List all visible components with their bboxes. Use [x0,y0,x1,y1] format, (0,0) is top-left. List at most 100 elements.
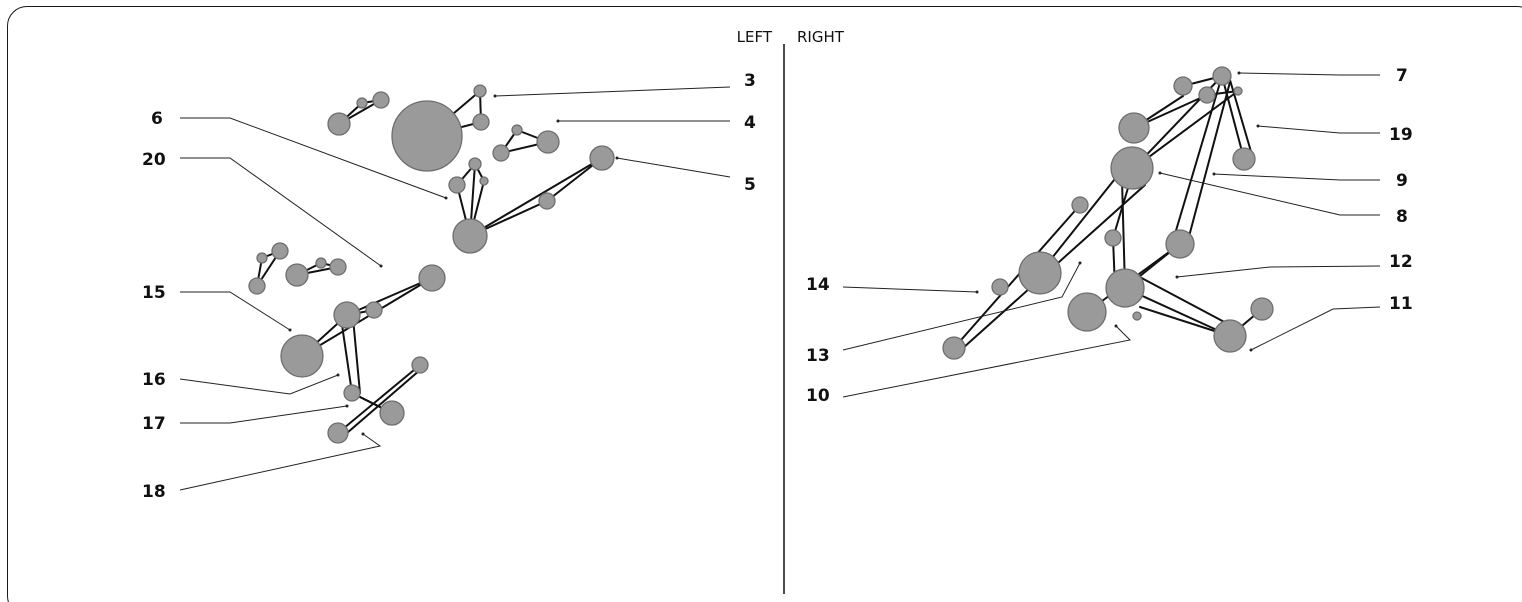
bone [337,364,421,434]
joint [333,301,361,329]
joint [256,252,268,264]
bone [352,317,361,394]
joint [1105,268,1145,308]
leader-tip [336,373,340,377]
joint [1198,86,1216,104]
joint [1071,196,1089,214]
leader-tip [615,156,619,160]
joint [448,176,466,194]
leader-tip [1114,324,1118,328]
joint [472,113,490,131]
label-14: 14 [806,275,830,295]
leader-line-13 [842,262,1081,351]
diagram-frame [7,6,1522,602]
bone [346,369,421,434]
leader-line-11 [1250,306,1381,351]
label-18: 18 [142,482,166,502]
bone [301,277,433,357]
leader-line-10 [842,325,1132,398]
joint [327,112,351,136]
bone [469,157,603,237]
joint [511,124,523,136]
joint [473,84,487,98]
joint [271,242,289,260]
leader-line-17 [180,405,348,424]
bone [1039,169,1123,274]
label-4: 4 [744,113,756,133]
label-12: 12 [1389,252,1413,272]
joint [991,278,1009,296]
joint [1212,66,1232,86]
leader-line-7 [1238,72,1380,76]
leader-line-19 [1257,125,1380,134]
joint [315,257,327,269]
leader-tip [493,94,497,98]
bone [346,277,433,316]
bone [340,317,353,394]
label-11: 11 [1389,294,1413,314]
joint [379,400,405,426]
label-5: 5 [744,175,756,195]
number-labels: 3 4 5 6 20 15 16 17 18 7 19 9 8 12 11 14… [142,66,1413,502]
joint [492,144,510,162]
leader-line-15 [180,291,291,331]
bone [953,204,1081,349]
label-17: 17 [142,414,166,434]
leader-line-14 [842,286,978,293]
bone [1186,81,1231,245]
leader-line-16 [179,374,339,395]
leader-tip [975,290,979,294]
joint [1104,229,1122,247]
leader-line-6 [180,117,447,199]
left-figure-joints [248,84,615,444]
label-20: 20 [142,150,166,170]
joint [1165,229,1195,259]
leader-tip [288,328,292,332]
leader-tip [1256,124,1260,128]
leader-tip [1237,71,1241,75]
bone [1133,90,1239,169]
bone [1171,75,1223,245]
leader-tip [1078,261,1082,265]
joint [343,384,361,402]
leader-line-8 [1159,172,1380,216]
joint [418,264,446,292]
joint [1233,86,1243,96]
leader-line-9 [1213,173,1380,181]
leader-line-5 [616,157,731,178]
joint [391,100,463,172]
right-figure-bones [953,75,1263,349]
leader-line-20 [180,157,382,267]
label-19: 19 [1389,125,1413,145]
label-6: 6 [151,109,163,129]
leader-tip [345,404,349,408]
label-16: 16 [142,370,166,390]
label-10: 10 [806,386,830,406]
joint [1067,292,1107,332]
joint [1132,311,1142,321]
left-header: LEFT [737,28,773,46]
bone [1135,274,1231,326]
joint [1213,319,1247,353]
joint [327,422,349,444]
joint [468,157,482,171]
joint [1173,76,1193,96]
joint [1232,147,1256,171]
joint [280,334,324,378]
leader-tip [361,432,365,436]
leader-tip [379,264,383,268]
leader-tip [444,196,448,200]
leader-tip [1175,275,1179,279]
right-figure-joints [942,66,1274,360]
joint [356,97,368,109]
joint [372,91,390,109]
joint [1110,146,1154,190]
leader-tip [1249,348,1253,352]
joint [1018,251,1062,295]
joint [248,277,266,295]
joint [589,145,615,171]
joint [329,258,347,276]
label-9: 9 [1396,171,1408,191]
label-3: 3 [744,71,756,91]
